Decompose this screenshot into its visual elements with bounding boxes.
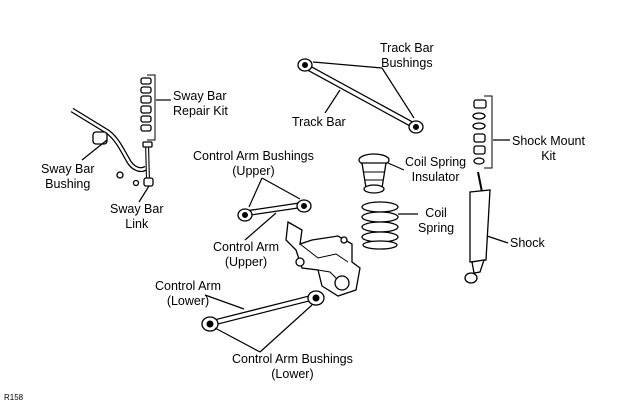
- label-sway-bar-bushing: Sway Bar Bushing: [41, 162, 95, 191]
- label-control-arm-upper: Control Arm (Upper): [213, 240, 279, 269]
- upper-control-arm: [237, 199, 312, 222]
- label-shock: Shock: [510, 236, 545, 250]
- shock-absorber: [464, 171, 491, 284]
- label-coil-spring-insulator: Coil Spring Insulator: [405, 155, 467, 184]
- label-control-arm-bushings-upper: Control Arm Bushings (Upper): [193, 149, 314, 178]
- label-control-arm-lower: Control Arm (Lower): [155, 279, 221, 308]
- label-control-arm-bushings-lower: Control Arm Bushings (Lower): [232, 352, 353, 381]
- label-sway-bar-link: Sway Bar Link: [110, 202, 164, 231]
- coil-spring: [361, 201, 399, 250]
- label-shock-mount-kit: Shock Mount Kit: [512, 134, 585, 163]
- sway-bar-repair-kit-parts: [140, 74, 156, 141]
- label-coil-spring: Coil Spring: [418, 206, 455, 235]
- label-track-bar-bushings: Track Bar Bushings: [380, 41, 434, 70]
- axle-housing: [285, 220, 361, 297]
- track-bar: [297, 58, 424, 134]
- shock-mount-kit-parts: [472, 95, 493, 169]
- sway-bar-link: [132, 141, 154, 187]
- label-sway-bar-repair-kit: Sway Bar Repair Kit: [173, 89, 228, 118]
- coil-spring-insulator: [358, 153, 390, 194]
- figure-ref: R158: [4, 393, 24, 402]
- leader-lines: [81, 61, 510, 353]
- sway-bar: [70, 107, 148, 179]
- lower-control-arm: [201, 290, 325, 332]
- label-track-bar: Track Bar: [292, 115, 346, 129]
